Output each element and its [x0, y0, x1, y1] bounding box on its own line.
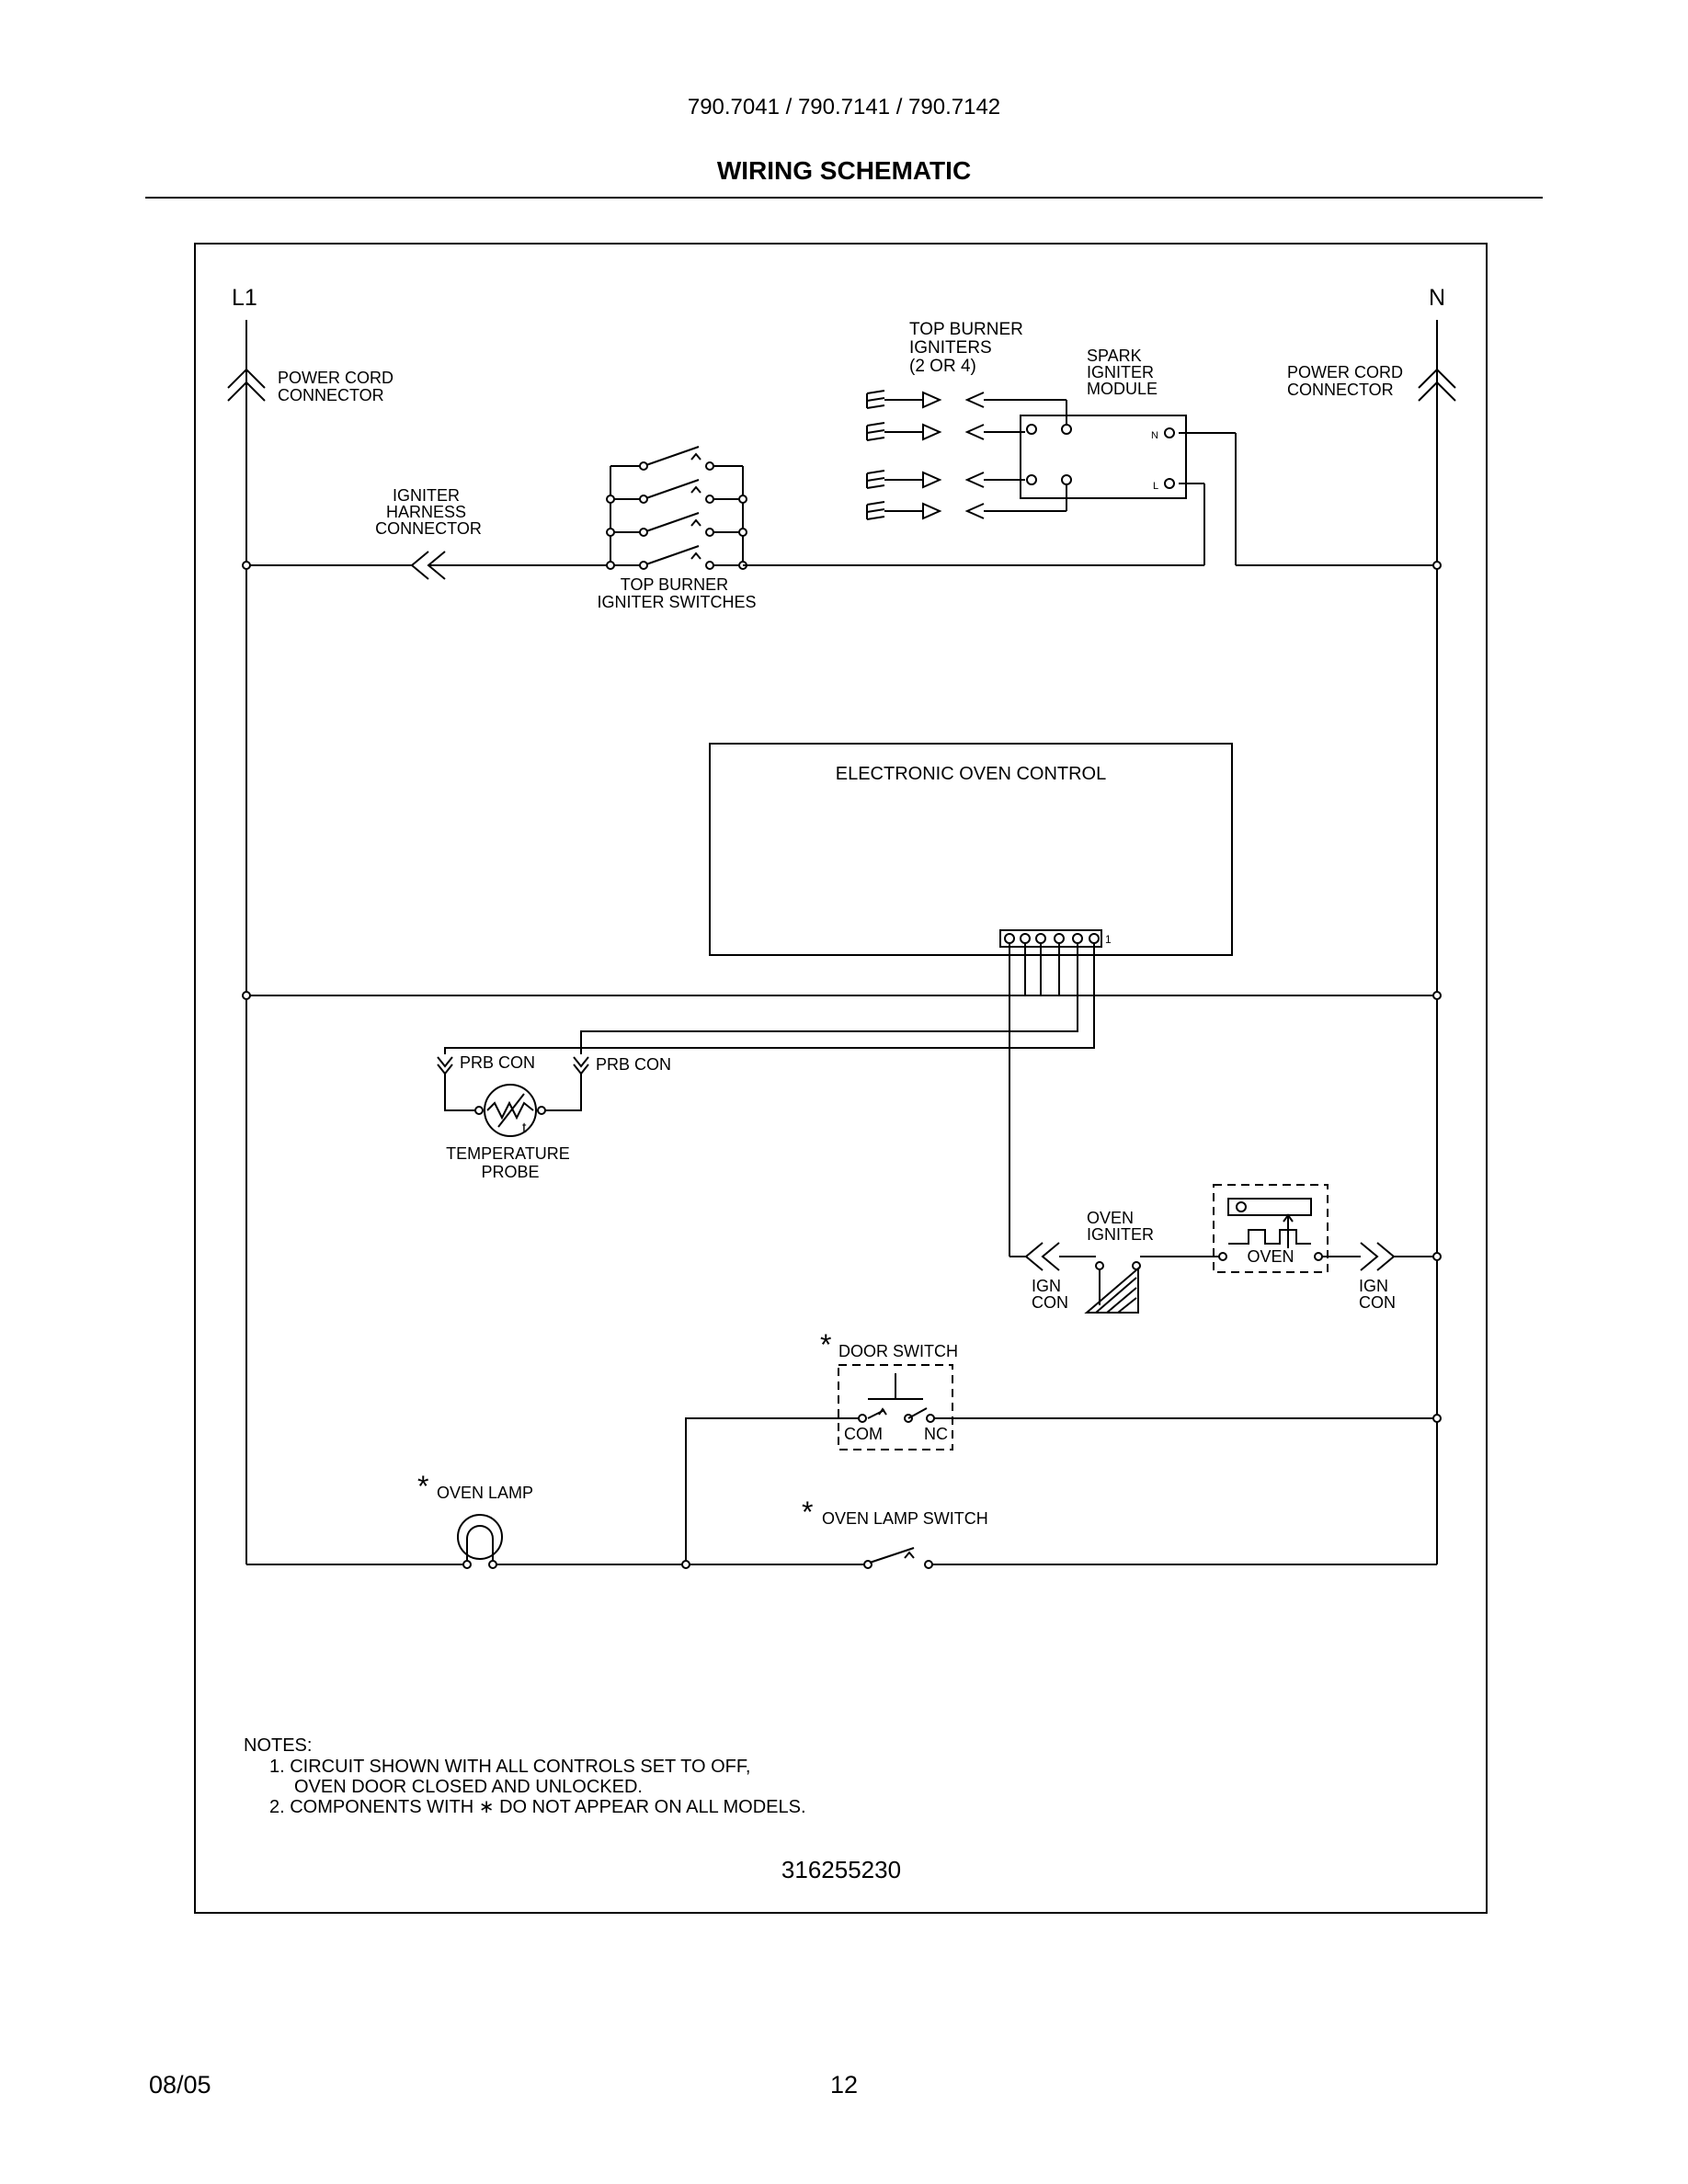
- igniter-channel-1: [866, 390, 1072, 435]
- wire-probe-left: [444, 943, 1095, 1054]
- power-cord-left-label: POWER CORD CONNECTOR: [278, 369, 398, 404]
- top-burner-igniter-switches: [606, 446, 747, 570]
- ign-con-right-icon: [1360, 1242, 1396, 1271]
- temperature-probe-label: TEMPERATURE PROBE: [446, 1144, 575, 1181]
- spark-igniter-module: [1020, 415, 1187, 499]
- l1-label: L1: [232, 285, 257, 311]
- power-cord-connector-right-icon: [1418, 368, 1456, 402]
- electronic-oven-control: [709, 743, 1233, 956]
- probe-symbol-letter: t: [522, 1120, 527, 1136]
- igniter-channel-2: [866, 422, 1037, 441]
- note-line-3: 2. COMPONENTS WITH ∗ DO NOT APPEAR ON AL…: [269, 1797, 806, 1817]
- igniter-channel-3: [866, 470, 1037, 489]
- wire-probe-right: [580, 943, 1078, 1054]
- igniter-channel-4: [866, 474, 1072, 520]
- door-com-label: COM: [844, 1425, 883, 1443]
- door-switch-asterisk: *: [820, 1328, 831, 1361]
- oven-igniter-label: OVEN IGNITER: [1087, 1209, 1154, 1244]
- top-burner-switches-label: TOP BURNER IGNITER SWITCHES: [597, 575, 756, 611]
- spark-module-label: SPARK IGNITER MODULE: [1087, 347, 1158, 398]
- note-line-1: 1. CIRCUIT SHOWN WITH ALL CONTROLS SET T…: [269, 1757, 750, 1777]
- spark-l-label: L: [1153, 481, 1158, 492]
- prb-con-right-label: PRB CON: [596, 1055, 671, 1074]
- ign-con-right-label: IGN CON: [1359, 1277, 1396, 1312]
- schematic-frame: [194, 243, 1488, 1914]
- oven-lamp-switch-label: OVEN LAMP SWITCH: [822, 1509, 988, 1528]
- header-rule: [145, 197, 1543, 199]
- temperature-probe: t: [437, 1056, 589, 1137]
- top-burner-igniters: [866, 390, 1072, 520]
- door-nc-label: NC: [924, 1425, 948, 1443]
- oven-lamp-icon: [457, 1514, 503, 1569]
- ign-con-left-label: IGN CON: [1032, 1277, 1068, 1312]
- oven-lamp-label: OVEN LAMP: [437, 1484, 533, 1502]
- control-connector: [999, 929, 1102, 948]
- n-label: N: [1429, 285, 1445, 311]
- page-title: WIRING SCHEMATIC: [716, 156, 972, 185]
- igniter-harness-label: IGNITER HARNESS CONNECTOR: [375, 486, 482, 538]
- part-number: 316255230: [781, 1856, 901, 1883]
- spark-n-label: N: [1151, 430, 1158, 441]
- model-numbers: 790.7041 / 790.7141 / 790.7142: [687, 95, 1001, 119]
- junction-dots: [242, 561, 1442, 1569]
- note-line-2: OVEN DOOR CLOSED AND UNLOCKED.: [294, 1777, 643, 1797]
- power-cord-right-label: POWER CORD CONNECTOR: [1287, 363, 1408, 399]
- oven-lamp-asterisk: *: [417, 1470, 428, 1503]
- door-switch: [838, 1364, 953, 1450]
- power-cord-connector-left-icon: [227, 368, 266, 402]
- oven-lamp-switch-asterisk: *: [802, 1496, 813, 1529]
- door-switch-label: DOOR SWITCH: [838, 1342, 958, 1360]
- ign-con-left-icon: [1024, 1242, 1060, 1271]
- oven-control-label: ELECTRONIC OVEN CONTROL: [836, 764, 1106, 784]
- oven-igniter: [1084, 1261, 1141, 1314]
- top-burner-igniters-label: TOP BURNER IGNITERS (2 OR 4): [909, 320, 1028, 376]
- oven-valve: [1213, 1184, 1329, 1273]
- prb-con-left-label: PRB CON: [460, 1053, 535, 1072]
- page-number: 12: [829, 2071, 859, 2099]
- pin-one-label: 1: [1105, 933, 1112, 946]
- notes-heading: NOTES:: [244, 1735, 312, 1756]
- wire-door-switch-left: [685, 1417, 859, 1564]
- footer-date: 08/05: [149, 2071, 211, 2099]
- oven-valve-label: OVEN: [1247, 1247, 1294, 1266]
